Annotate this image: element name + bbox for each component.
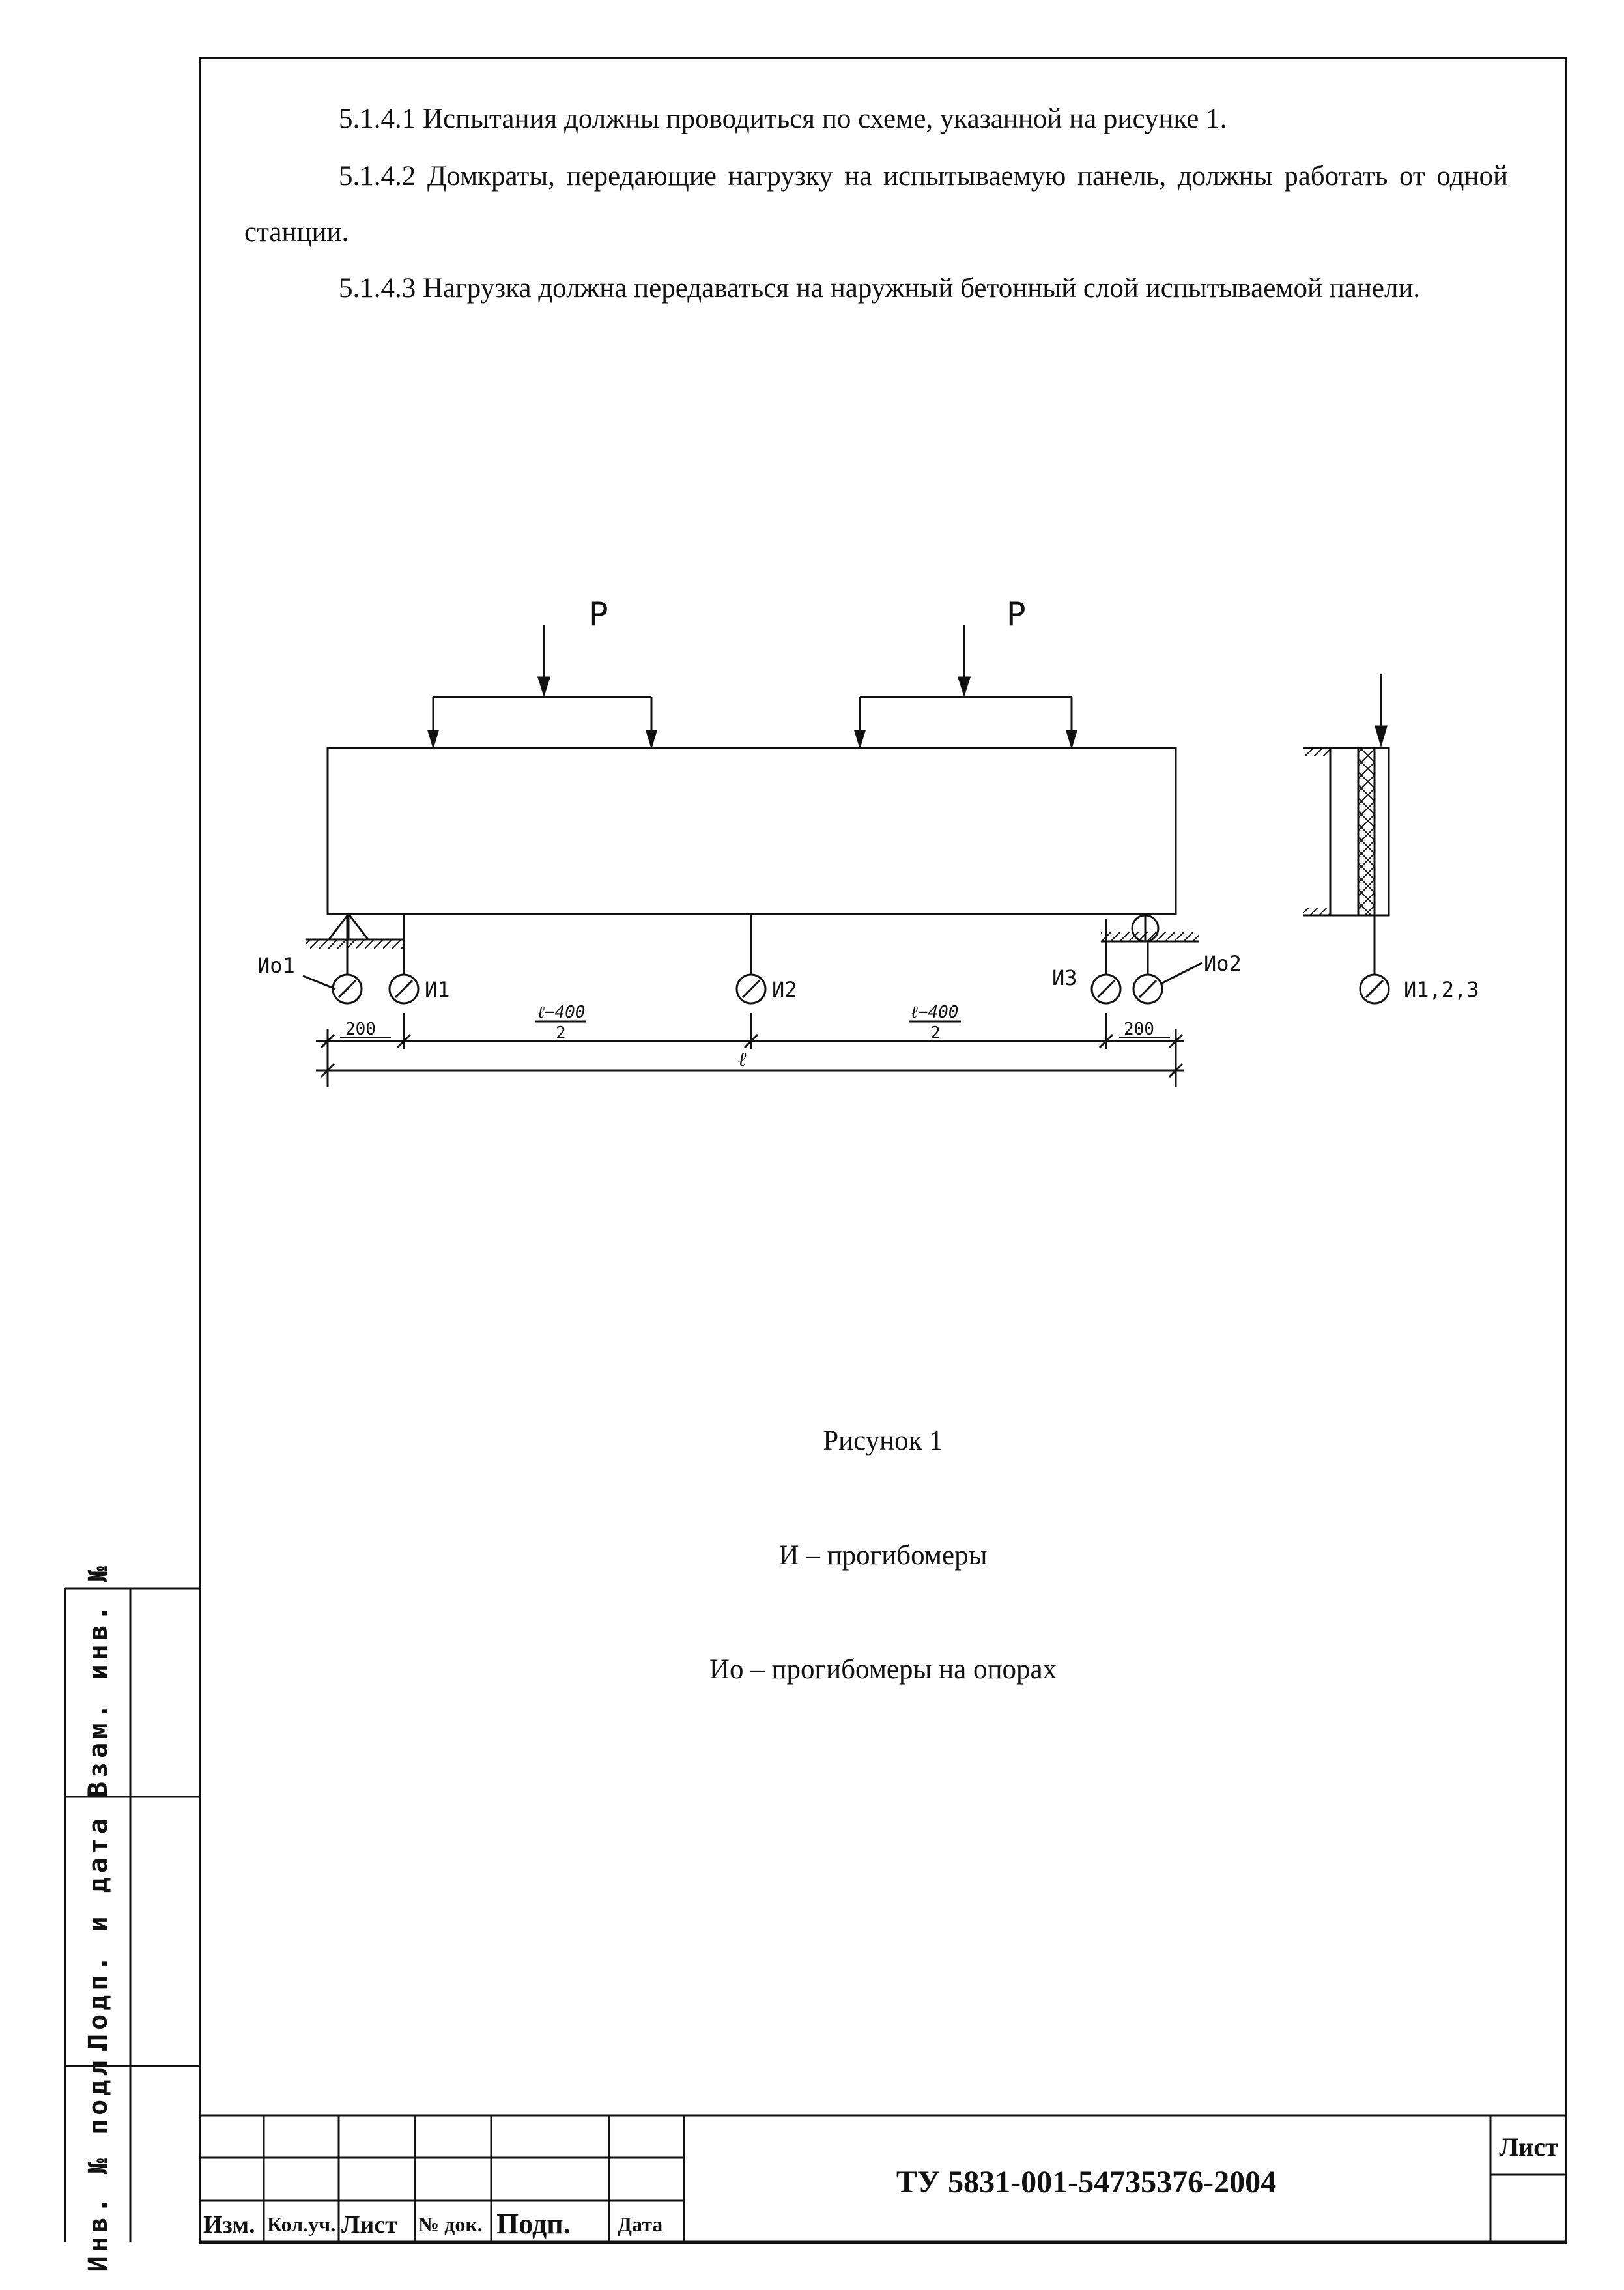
gauge-label-section: И1,2,3 xyxy=(1404,977,1479,1002)
legend-gauges: И – прогибомеры xyxy=(778,1540,988,1571)
gauge-label-i1: И1 xyxy=(425,977,450,1002)
dimension-label-mid-right-numerator: ℓ−400 xyxy=(911,1003,958,1022)
title-block-col-change: Изм. xyxy=(203,2211,255,2239)
gauge-label-i3: И3 xyxy=(1052,966,1077,990)
gauge-label-i2: И2 xyxy=(772,977,797,1002)
dimension-label-total: ℓ xyxy=(738,1048,747,1071)
load-label-left: P xyxy=(589,595,608,633)
load-arrow-left xyxy=(427,625,658,750)
pin-support-left xyxy=(306,912,404,949)
gauge-i1-icon xyxy=(388,973,420,1005)
title-block-col-doc-number: № док. xyxy=(418,2212,483,2236)
dimension-label-left: 200 xyxy=(345,1020,376,1039)
title-block-sheet-label: Лист xyxy=(1499,2132,1558,2162)
title-block-col-signature: Подп. xyxy=(496,2208,571,2240)
panel-cross-section xyxy=(1303,674,1390,1005)
document-code: ТУ 5831-001-54735376-2004 xyxy=(896,2165,1277,2199)
dimension-label-mid-left-numerator: ℓ−400 xyxy=(537,1003,585,1022)
dimension-label-right: 200 xyxy=(1124,1020,1154,1039)
paragraph-5-1-4-3: 5.1.4.3 Нагрузка должна передаваться на … xyxy=(339,273,1421,304)
figure-title: Рисунок 1 xyxy=(823,1425,943,1456)
load-label-right: P xyxy=(1006,595,1026,633)
dimension-lines xyxy=(316,1013,1184,1087)
title-block-col-count: Кол.уч. xyxy=(267,2212,336,2236)
paragraph-5-1-4-2: 5.1.4.2 Домкраты, передающие нагрузку на… xyxy=(244,161,1508,248)
load-arrow-right xyxy=(853,625,1078,750)
dimension-label-mid-right-denominator: 2 xyxy=(930,1023,941,1043)
gauge-io2-icon xyxy=(1132,973,1163,1005)
roller-support-right xyxy=(1101,914,1199,943)
gauge-label-io1: Ио1 xyxy=(257,953,295,978)
gauge-i2-icon xyxy=(735,973,767,1005)
gauge-label-io2: Ио2 xyxy=(1204,951,1242,976)
title-block-col-date: Дата xyxy=(618,2212,663,2236)
title-block-col-sheet: Лист xyxy=(341,2211,397,2239)
legend-support-gauges: Ио – прогибомеры на опорах xyxy=(709,1654,1057,1685)
dimension-label-mid-left-denominator: 2 xyxy=(556,1023,566,1043)
paragraph-5-1-4-1: 5.1.4.1 Испытания должны проводиться по … xyxy=(339,104,1227,134)
gauge-i3-icon xyxy=(1090,973,1122,1005)
